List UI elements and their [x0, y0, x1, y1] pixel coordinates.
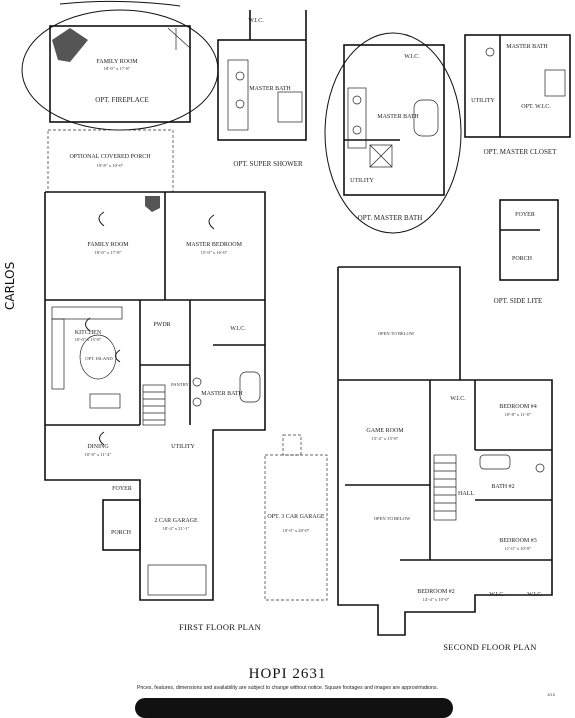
- sf-game-room-dims: 15'-4" x 15'-8": [372, 436, 399, 441]
- ff-porch: PORCH: [111, 530, 132, 536]
- master-closet-bath: MASTER BATH: [506, 44, 548, 50]
- option-super-shower-detail: W.I.C. MASTER BATH OPT. SUPER SHOWER: [217, 10, 307, 168]
- super-shower-bath: MASTER BATH: [249, 86, 291, 92]
- master-closet-outline: [464, 34, 571, 138]
- ff-garage-dims: 18'-4" x 21'-1": [163, 526, 190, 531]
- first-floor-outline: [44, 191, 266, 601]
- ff-opt-garage: OPT. 3 CAR GARAGE: [267, 514, 325, 520]
- option-master-closet-detail: MASTER BATH UTILITY OPT. W.I.C. OPT. MAS…: [464, 34, 571, 156]
- super-shower-outline: [217, 39, 307, 141]
- fireplace-icon: [52, 28, 88, 62]
- ff-kitchen: KITCHEN: [75, 330, 102, 336]
- covered-porch-outline: [47, 129, 174, 193]
- covered-porch-label: OPTIONAL COVERED PORCH: [69, 154, 151, 160]
- sf-bedroom4-dims: 10'-8" x 11'-0": [505, 412, 532, 417]
- master-bath-utility: UTILITY: [350, 178, 374, 184]
- master-bath-label: MASTER BATH: [377, 114, 419, 120]
- sf-bedroom3: BEDROOM #3: [499, 538, 537, 544]
- ff-foyer: FOYER: [112, 486, 132, 492]
- side-lite-caption: OPT. SIDE LITE: [494, 297, 543, 305]
- super-shower-caption: OPT. SUPER SHOWER: [233, 160, 303, 168]
- hand-drawn-circle: [324, 32, 462, 234]
- sf-wic2: W.I.C.: [489, 592, 505, 598]
- sf-wic3: W.I.C.: [527, 592, 543, 598]
- master-bath-caption: OPT. MASTER BATH: [358, 214, 423, 222]
- master-closet-utility: UTILITY: [471, 98, 495, 104]
- ff-pantry: PANTRY: [171, 382, 189, 387]
- fireplace-room-dims: 18'-0" x 17'-8": [104, 66, 131, 71]
- plan-title: HOPI 2631: [248, 666, 327, 682]
- first-floor-plan: OPTIONAL COVERED PORCH 19'-8" x 10'-0": [44, 129, 328, 632]
- ff-master-bedroom-dims: 15'-0" x 16'-0": [201, 250, 228, 255]
- page-mark: 3/15: [547, 692, 555, 697]
- sf-bedroom3-dims: 11'-0" x 10'-8": [505, 546, 532, 551]
- ff-dining-dims: 10'-0" x 11'-4": [85, 452, 112, 457]
- ff-family-room-dims: 18'-0" x 17'-8": [95, 250, 122, 255]
- master-closet-caption: OPT. MASTER CLOSET: [484, 148, 558, 156]
- sf-wic1: W.I.C.: [450, 396, 466, 402]
- fireplace-room-label: FAMILY ROOM: [96, 59, 138, 65]
- master-bath-outline: [343, 44, 445, 196]
- sf-hall: HALL: [458, 491, 474, 497]
- option-side-lite-detail: FOYER PORCH OPT. SIDE LITE: [494, 199, 559, 305]
- ff-family-room: FAMILY ROOM: [87, 242, 129, 248]
- ff-opt-garage-dims: 10'-0" x 20'-0": [283, 528, 310, 533]
- fireplace-symbol: [145, 196, 160, 212]
- bottom-bar: [135, 698, 453, 718]
- margin-handwritten-note: CARLOS: [3, 262, 17, 310]
- sf-bath2: BATH #2: [491, 484, 514, 490]
- second-floor-plan: OPEN TO BELOW GAME ROOM 15'-4" x 15'-8" …: [337, 266, 553, 652]
- fireplace-room-outline: [49, 25, 191, 123]
- ff-utility: UTILITY: [171, 444, 195, 450]
- side-lite-porch: PORCH: [512, 256, 533, 262]
- master-bath-wic: W.I.C.: [404, 54, 420, 60]
- sf-game-room: GAME ROOM: [366, 428, 404, 434]
- porch-outline: [102, 499, 141, 551]
- second-floor-outline: [337, 266, 553, 636]
- ff-pwdr: PWDR: [153, 322, 170, 328]
- ff-master-bath: MASTER BATH: [201, 391, 243, 397]
- option-fireplace-detail: FAMILY ROOM 18'-0" x 17'-8" OPT. FIREPLA…: [21, 9, 219, 131]
- fireplace-caption: OPT. FIREPLACE: [95, 96, 149, 104]
- sf-open-above: OPEN TO BELOW: [378, 331, 415, 336]
- sf-open-below: OPEN TO BELOW: [374, 516, 411, 521]
- ff-dining: DINING: [87, 444, 109, 450]
- first-floor-caption: FIRST FLOOR PLAN: [179, 622, 261, 632]
- sf-bedroom2-dims: 14'-4" x 10'-0": [423, 597, 450, 602]
- master-closet-wic: OPT. W.I.C.: [521, 104, 551, 110]
- ff-island: OPT. ISLAND: [85, 356, 113, 361]
- disclaimer-text: Prices, features, dimensions and availab…: [136, 685, 439, 691]
- super-shower-wic: W.I.C.: [248, 18, 264, 24]
- option-master-bath-detail: W.I.C. MASTER BATH UTILITY OPT. MASTER B…: [324, 32, 462, 234]
- ff-garage: 2 CAR GARAGE: [154, 518, 198, 524]
- ff-wic: W.I.C.: [230, 326, 246, 332]
- ff-master-bedroom: MASTER BEDROOM: [186, 242, 243, 248]
- second-floor-caption: SECOND FLOOR PLAN: [443, 642, 536, 652]
- side-lite-outline: [499, 199, 559, 281]
- side-lite-foyer: FOYER: [515, 212, 535, 218]
- ff-kitchen-dims: 10'-0" x 15'-8": [75, 337, 102, 342]
- sf-bedroom4: BEDROOM #4: [499, 404, 537, 410]
- sf-bedroom2: BEDROOM #2: [417, 589, 455, 595]
- covered-porch-dims: 19'-8" x 10'-0": [97, 163, 124, 168]
